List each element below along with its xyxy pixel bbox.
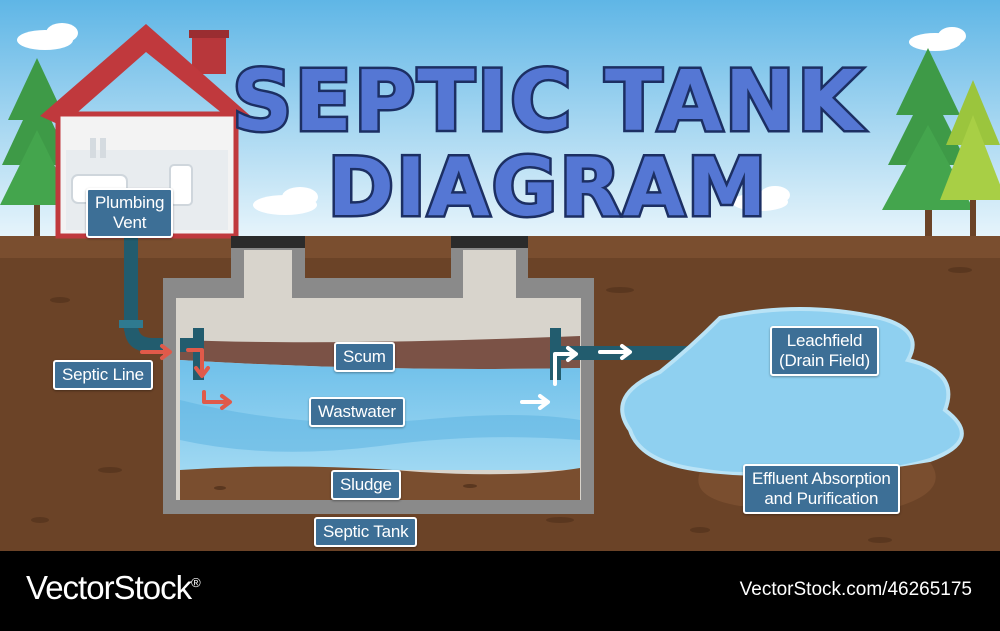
title-line-1: SEPTIC TANK [232, 52, 865, 150]
septic-line-label-text: Septic Line [62, 365, 144, 384]
leachfield-label-line2: (Drain Field) [779, 351, 870, 370]
leachfield-label: Leachfield (Drain Field) [770, 326, 879, 376]
septic-tank-label-text: Septic Tank [323, 522, 409, 541]
wastewater-label-text: Wastwater [318, 402, 396, 421]
diagram-title: SEPTIC TANK DIAGRAM [229, 50, 865, 237]
plumbing-vent-label-line2: Vent [113, 213, 147, 232]
effluent-label-line2: and Purification [764, 489, 879, 508]
trees-right [882, 48, 1000, 236]
effluent-label-line1: Effluent Absorption [752, 469, 891, 488]
registered-mark: ® [191, 575, 201, 590]
wastewater-label: Wastwater [309, 397, 405, 427]
soil-pebbles [31, 267, 972, 543]
effluent-label: Effluent Absorption and Purification [743, 464, 900, 514]
plumbing-vent-label: Plumbing Vent [86, 188, 174, 238]
inlet-arrows [140, 344, 232, 410]
outlet-arrows [520, 344, 632, 410]
sludge-label-text: Sludge [340, 475, 392, 494]
scum-label: Scum [334, 342, 395, 372]
septic-line-label: Septic Line [53, 360, 153, 390]
title-line-2: DIAGRAM [328, 141, 769, 234]
image-id: VectorStock.com/46265175 [739, 579, 972, 600]
sludge-label: Sludge [331, 470, 401, 500]
vectorstock-logo-text: VectorStock [26, 569, 192, 606]
septic-tank-label: Septic Tank [314, 517, 418, 547]
vectorstock-logo: VectorStock® [26, 569, 201, 607]
clouds [17, 23, 966, 215]
scum-label-text: Scum [343, 347, 386, 366]
leachfield-label-line1: Leachfield [786, 331, 863, 350]
plumbing-vent-label-line1: Plumbing [95, 193, 165, 212]
watermark-footer: VectorStock® VectorStock.com/46265175 [0, 551, 1000, 631]
